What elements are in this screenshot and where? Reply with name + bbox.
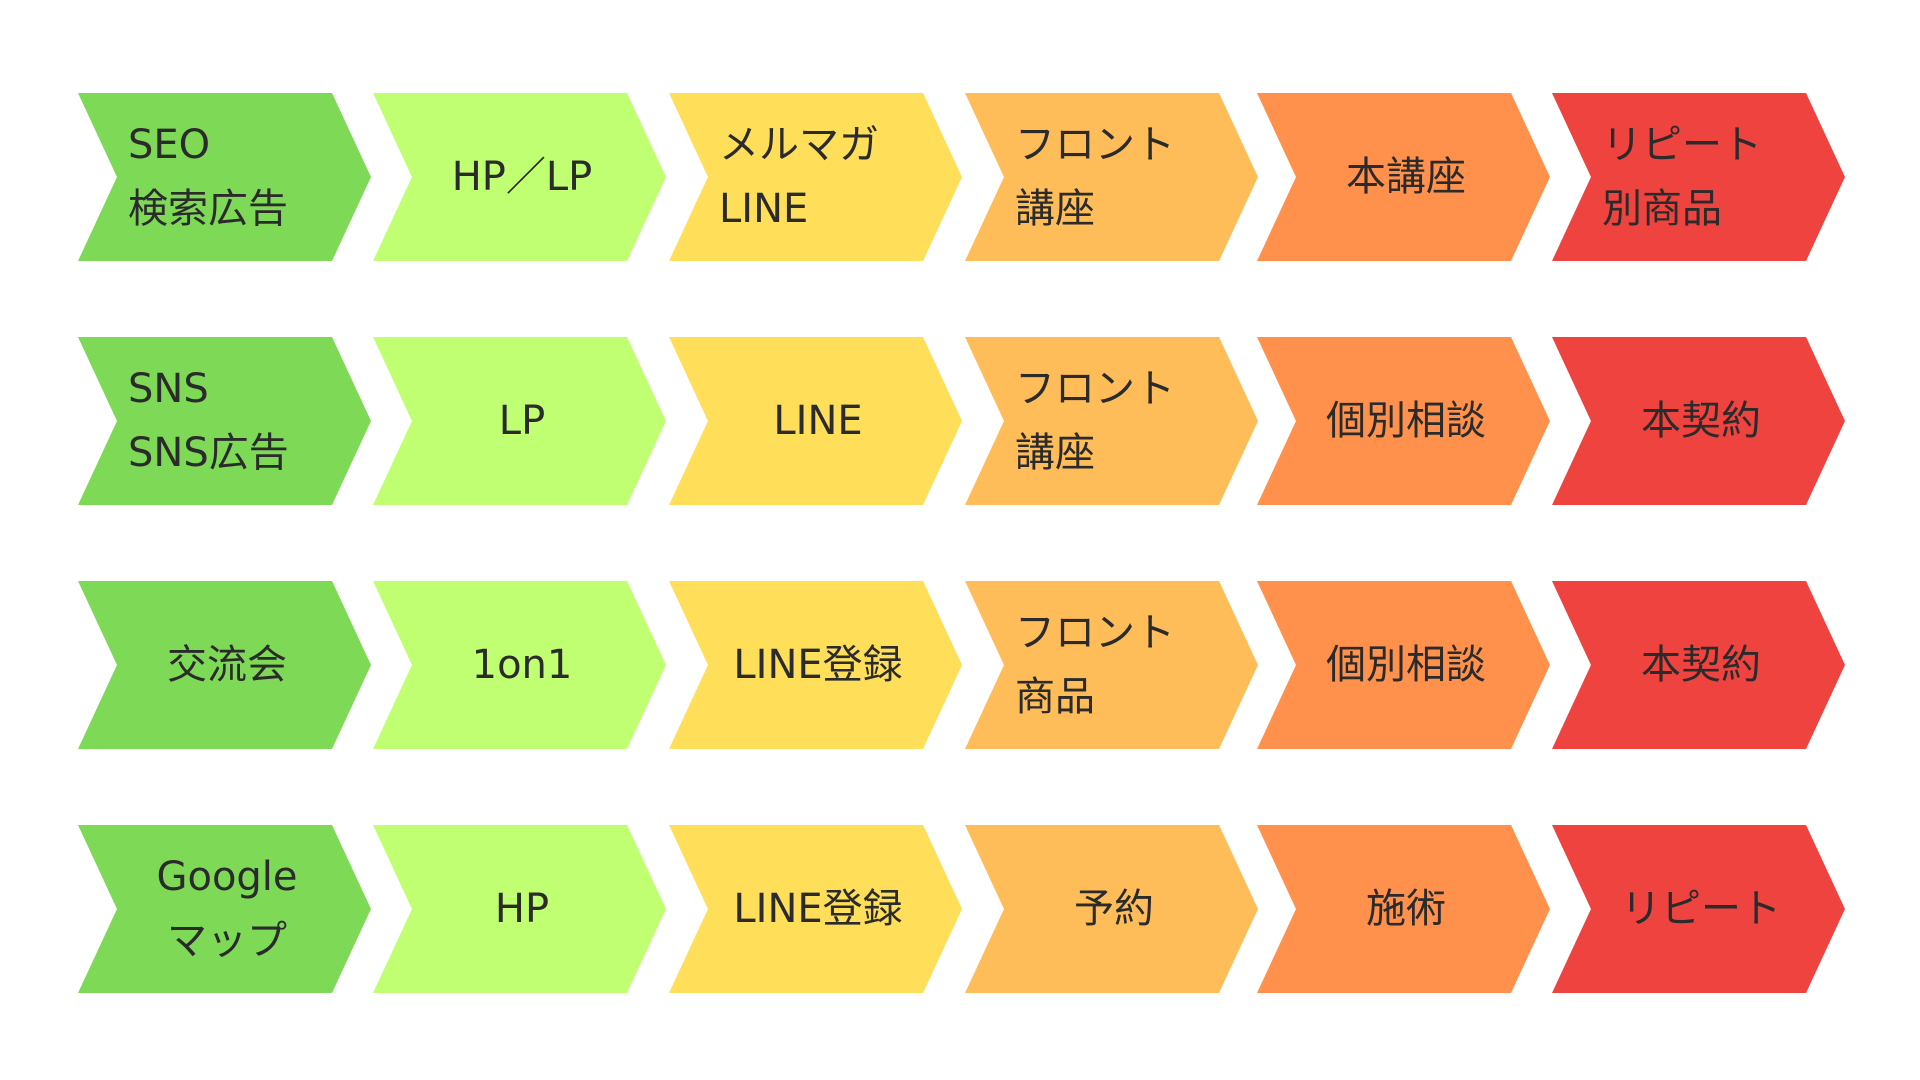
step-label-line: 予約	[1074, 886, 1154, 932]
funnel-step-r3-s3[interactable]: LINE登録	[669, 581, 962, 749]
step-label-line: フロント	[1015, 610, 1175, 656]
step-label: LP	[423, 337, 621, 505]
step-label: LINE登録	[719, 825, 917, 993]
step-label-line: 講座	[1015, 186, 1095, 232]
step-label: LINE登録	[719, 581, 917, 749]
funnel-row-2: SNS SNS広告 LP LINE フロント 講座 個別相談	[0, 337, 1920, 505]
step-label-line: LP	[498, 398, 546, 444]
funnel-step-r3-s4[interactable]: フロント 商品	[965, 581, 1258, 749]
funnel-step-r3-s6[interactable]: 本契約	[1552, 581, 1845, 749]
funnel-step-r1-s4[interactable]: フロント 講座	[965, 93, 1258, 261]
step-label-line: HP	[494, 886, 550, 932]
step-label-line: SNS広告	[128, 430, 289, 476]
step-label: 本契約	[1602, 337, 1800, 505]
funnel-step-r3-s5[interactable]: 個別相談	[1257, 581, 1550, 749]
funnel-step-r1-s1[interactable]: SEO 検索広告	[78, 93, 371, 261]
step-label: 本契約	[1602, 581, 1800, 749]
funnel-row-1: SEO 検索広告 HP／LP メルマガ LINE フロント 講座 本講座	[0, 93, 1920, 261]
step-label: 施術	[1307, 825, 1505, 993]
step-label-line: SNS	[128, 366, 209, 412]
step-label-line: リピート	[1621, 886, 1781, 932]
funnel-step-r4-s5[interactable]: 施術	[1257, 825, 1550, 993]
step-label: メルマガ LINE	[719, 93, 917, 261]
funnel-step-r1-s6[interactable]: リピート 別商品	[1552, 93, 1845, 261]
funnel-step-r4-s3[interactable]: LINE登録	[669, 825, 962, 993]
step-label-line: マップ	[167, 918, 287, 964]
funnel-step-r2-s5[interactable]: 個別相談	[1257, 337, 1550, 505]
step-label: SEO 検索広告	[128, 93, 326, 261]
step-label-line: リピート	[1602, 122, 1762, 168]
step-label-line: LINE	[773, 398, 863, 444]
funnel-step-r2-s6[interactable]: 本契約	[1552, 337, 1845, 505]
funnel-step-r4-s1[interactable]: Google マップ	[78, 825, 371, 993]
step-label: 個別相談	[1307, 337, 1505, 505]
step-label: 予約	[1015, 825, 1213, 993]
step-label: 本講座	[1307, 93, 1505, 261]
step-label-line: 本講座	[1346, 154, 1466, 200]
step-label: フロント 講座	[1015, 337, 1213, 505]
step-label: HP／LP	[423, 93, 621, 261]
step-label-line: 検索広告	[128, 186, 288, 232]
step-label-line: 本契約	[1641, 642, 1761, 688]
step-label-line: 本契約	[1641, 398, 1761, 444]
step-label-line: フロント	[1015, 122, 1175, 168]
step-label-line: 1on1	[471, 642, 573, 688]
step-label-line: LINE登録	[733, 642, 903, 688]
step-label-line: SEO	[128, 122, 211, 168]
step-label-line: 個別相談	[1326, 398, 1486, 444]
funnel-step-r2-s3[interactable]: LINE	[669, 337, 962, 505]
step-label-line: LINE	[719, 186, 809, 232]
funnel-row-3: 交流会 1on1 LINE登録 フロント 商品 個別相談 本契約	[0, 581, 1920, 749]
step-label-line: メルマガ	[719, 122, 879, 168]
step-label: 1on1	[423, 581, 621, 749]
step-label-line: 交流会	[167, 642, 287, 688]
step-label: Google マップ	[128, 825, 326, 993]
funnel-step-r2-s4[interactable]: フロント 講座	[965, 337, 1258, 505]
step-label: フロント 講座	[1015, 93, 1213, 261]
step-label: HP	[423, 825, 621, 993]
step-label: リピート	[1602, 825, 1800, 993]
step-label: LINE	[719, 337, 917, 505]
step-label: 個別相談	[1307, 581, 1505, 749]
funnel-step-r2-s1[interactable]: SNS SNS広告	[78, 337, 371, 505]
funnel-row-4: Google マップ HP LINE登録 予約 施術 リピート	[0, 825, 1920, 993]
funnel-step-r4-s4[interactable]: 予約	[965, 825, 1258, 993]
funnel-step-r3-s2[interactable]: 1on1	[373, 581, 666, 749]
step-label-line: 個別相談	[1326, 642, 1486, 688]
step-label-line: 別商品	[1602, 186, 1722, 232]
step-label-line: HP／LP	[451, 154, 593, 200]
step-label-line: Google	[156, 854, 298, 900]
step-label: SNS SNS広告	[128, 337, 326, 505]
step-label-line: フロント	[1015, 366, 1175, 412]
step-label: フロント 商品	[1015, 581, 1213, 749]
step-label: 交流会	[128, 581, 326, 749]
funnel-step-r1-s2[interactable]: HP／LP	[373, 93, 666, 261]
step-label-line: 商品	[1015, 674, 1095, 720]
funnel-step-r4-s2[interactable]: HP	[373, 825, 666, 993]
step-label: リピート 別商品	[1602, 93, 1800, 261]
funnel-step-r1-s3[interactable]: メルマガ LINE	[669, 93, 962, 261]
step-label-line: 施術	[1366, 886, 1446, 932]
step-label-line: LINE登録	[733, 886, 903, 932]
step-label-line: 講座	[1015, 430, 1095, 476]
funnel-step-r1-s5[interactable]: 本講座	[1257, 93, 1550, 261]
funnel-step-r2-s2[interactable]: LP	[373, 337, 666, 505]
funnel-step-r3-s1[interactable]: 交流会	[78, 581, 371, 749]
funnel-step-r4-s6[interactable]: リピート	[1552, 825, 1845, 993]
